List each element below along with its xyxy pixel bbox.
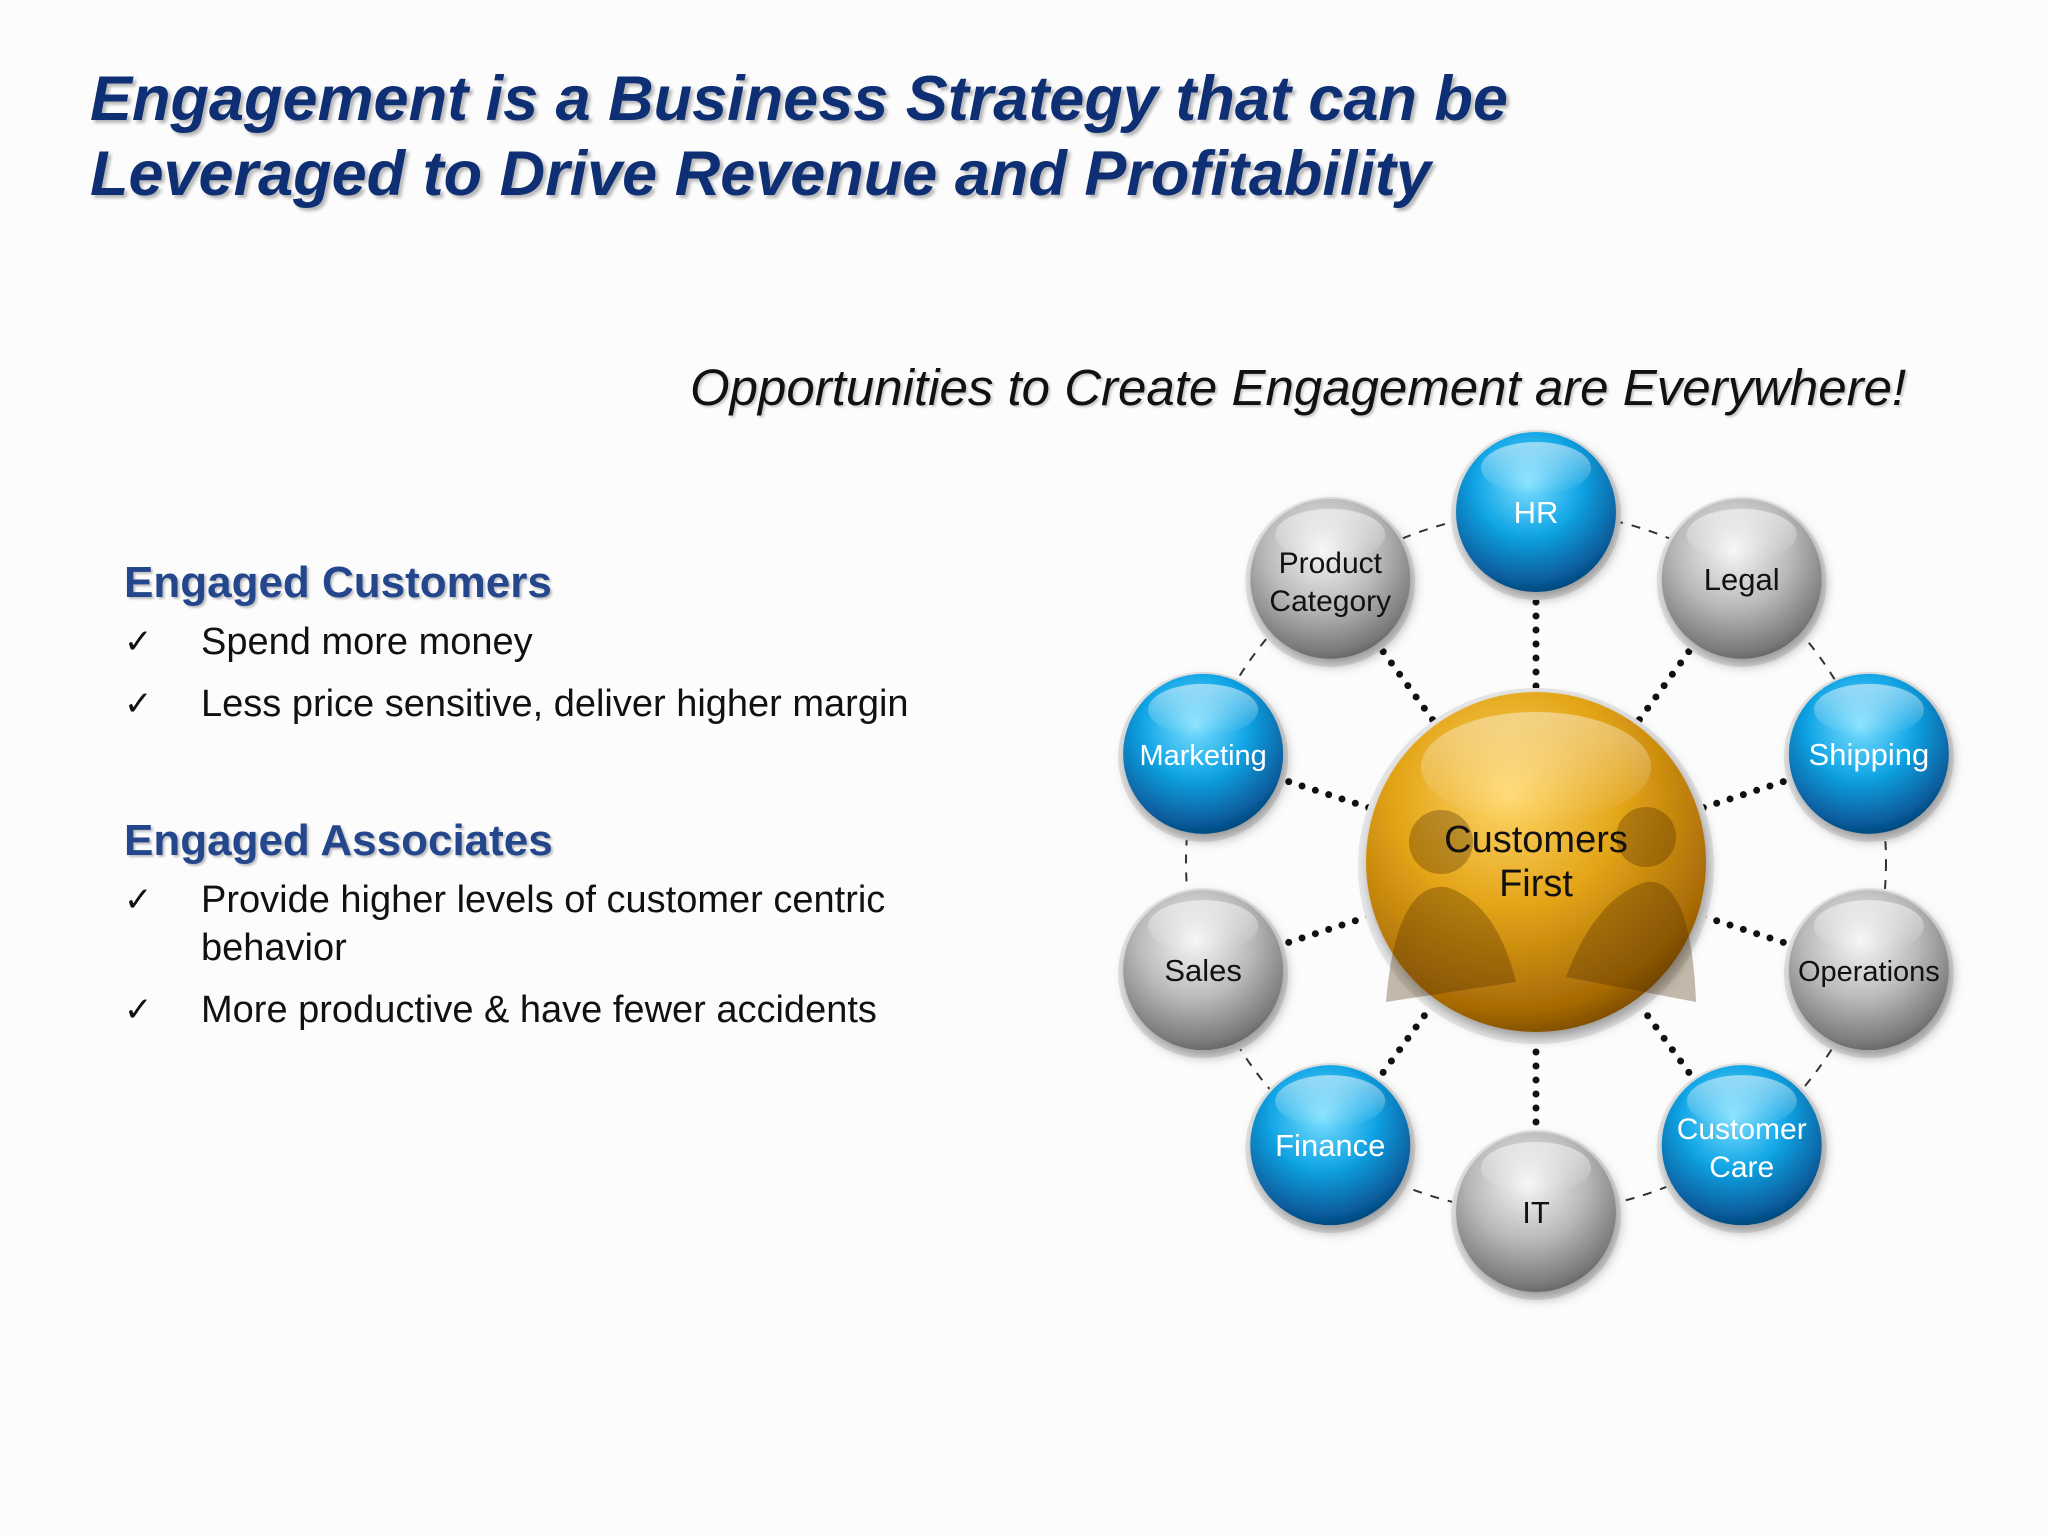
- bullet-item: ✓ Provide higher levels of customer cent…: [124, 876, 984, 972]
- node-label-line: Operations: [1798, 956, 1940, 988]
- node-hr: HR: [1451, 430, 1621, 600]
- node-finance: Finance: [1245, 1063, 1416, 1234]
- bullet-text: Spend more money: [201, 621, 533, 663]
- engaged-customers-heading: Engaged Customers: [124, 558, 552, 607]
- node-gloss: [1686, 1075, 1797, 1128]
- node-gloss: [1813, 900, 1924, 953]
- spoke-sales: [1281, 912, 1373, 948]
- checkmark-icon: ✓: [124, 990, 153, 1030]
- spoke-customer-care: [1635, 1000, 1695, 1080]
- checkmark-icon: ✓: [124, 880, 153, 920]
- hub-label-line: First: [1499, 863, 1573, 905]
- bullet-text: More productive & have fewer accidents: [201, 989, 877, 1031]
- engaged-associates-heading: Engaged Associates: [124, 816, 553, 865]
- node-label-line: Product: [1279, 547, 1383, 580]
- node-gloss: [1148, 683, 1259, 736]
- node-shipping: Shipping: [1783, 671, 1954, 842]
- node-operations: Operations: [1783, 888, 1954, 1059]
- spoke-finance: [1377, 1000, 1437, 1080]
- node-label: HR: [1514, 495, 1559, 530]
- spokes: [1281, 594, 1791, 1130]
- node-label-line: Marketing: [1139, 740, 1266, 772]
- hub-label-line: Customers: [1444, 819, 1628, 861]
- node-gloss: [1481, 1142, 1591, 1194]
- outer-ring: [1185, 511, 1887, 1213]
- spoke-legal: [1635, 644, 1695, 724]
- engaged-associates-section: Engaged Associates ✓ Provide higher leve…: [124, 816, 984, 1048]
- node-label: Legal: [1704, 562, 1780, 597]
- node-label-line: Customer: [1677, 1113, 1807, 1146]
- spoke-shipping: [1699, 776, 1791, 812]
- node-label-line: HR: [1514, 495, 1559, 530]
- node-label: Finance: [1275, 1128, 1385, 1163]
- bullet-item: ✓ More productive & have fewer accidents: [124, 986, 984, 1034]
- diagram-caption: Opportunities to Create Engagement are E…: [690, 359, 1907, 416]
- outer-dashed-ring: [1185, 511, 1887, 1213]
- node-label: Sales: [1164, 953, 1242, 988]
- bullet-item: ✓ Spend more money: [124, 618, 984, 666]
- node-label-line: Sales: [1164, 953, 1242, 988]
- bullet-item: ✓ Less price sensitive, deliver higher m…: [124, 680, 984, 728]
- node-label: Operations: [1798, 956, 1940, 988]
- spoke-operations: [1699, 912, 1791, 948]
- checkmark-icon: ✓: [124, 622, 153, 662]
- node-it: IT: [1451, 1130, 1621, 1300]
- slide-title-line-2: Leveraged to Drive Revenue and Profitabi…: [90, 139, 1431, 209]
- slide-title-line-1: Engagement is a Business Strategy that c…: [90, 64, 1508, 134]
- node-gloss: [1813, 683, 1924, 736]
- spoke-marketing: [1281, 776, 1373, 812]
- node-gloss: [1275, 1075, 1386, 1128]
- hub-gloss: [1421, 712, 1651, 822]
- node-label-line: Care: [1709, 1151, 1774, 1184]
- node-label: Marketing: [1139, 740, 1266, 772]
- node-gloss: [1148, 900, 1259, 953]
- node-label: Shipping: [1809, 737, 1930, 772]
- node-gloss: [1275, 508, 1386, 561]
- handshake-people-image: [1386, 807, 1696, 1002]
- node-gloss: [1686, 508, 1797, 561]
- node-legal: Legal: [1656, 496, 1827, 667]
- bullet-text: Provide higher levels of customer centri…: [201, 879, 886, 969]
- node-label: IT: [1522, 1195, 1550, 1230]
- node-gloss: [1481, 442, 1591, 494]
- node-label-line: Shipping: [1809, 737, 1930, 772]
- node-label-line: Finance: [1275, 1128, 1385, 1163]
- node-label-line: IT: [1522, 1195, 1550, 1230]
- spoke-product-category: [1377, 644, 1437, 724]
- node-label-line: Legal: [1704, 562, 1780, 597]
- engaged-customers-section: Engaged Customers ✓ Spend more money ✓ L…: [124, 558, 984, 742]
- bullet-text: Less price sensitive, deliver higher mar…: [201, 683, 909, 725]
- slide-title: Engagement is a Business Strategy that c…: [90, 62, 1690, 212]
- node-marketing: Marketing: [1118, 671, 1289, 842]
- checkmark-icon: ✓: [124, 684, 153, 724]
- node-label-line: Category: [1269, 585, 1391, 618]
- node-sales: Sales: [1118, 888, 1289, 1059]
